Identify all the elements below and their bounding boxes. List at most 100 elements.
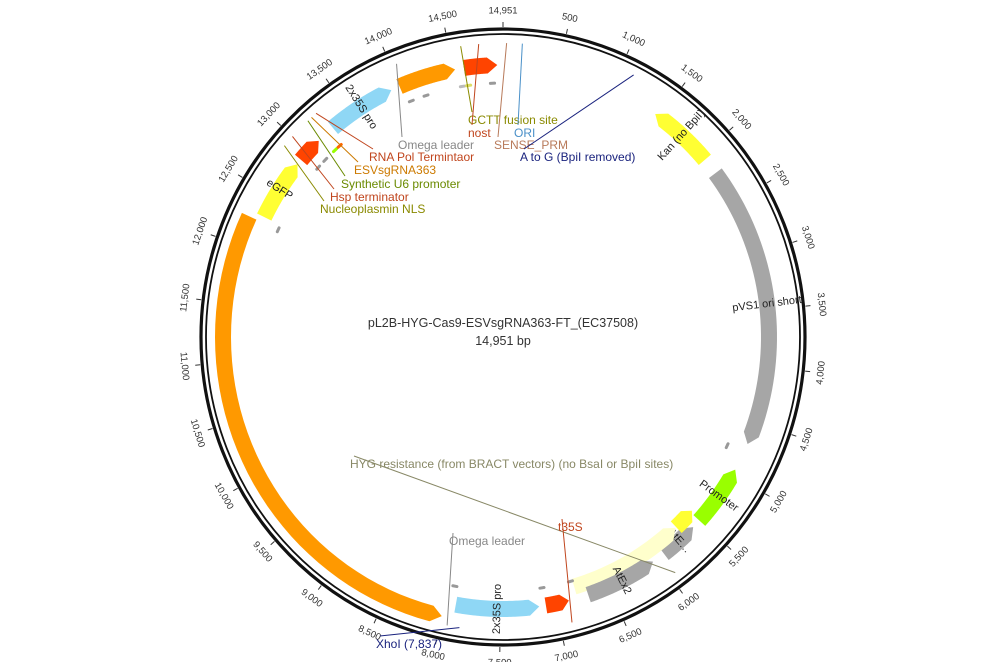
tick-mark: [434, 639, 438, 645]
tick-mark: [317, 585, 322, 590]
tick-label: 14,000: [363, 26, 394, 47]
tick-label: 4,500: [798, 427, 816, 453]
small-feature-mark[interactable]: [566, 579, 574, 584]
feature-cas9-top[interactable]: [396, 63, 456, 94]
tick-mark: [792, 240, 798, 243]
annotation-label: HYG resistance (from BRACT vectors) (no …: [350, 457, 673, 471]
feature-hyg-resistance[interactable]: [571, 527, 676, 595]
small-feature-mark[interactable]: [724, 442, 730, 450]
annotation-leader: [307, 120, 346, 177]
annotation-leader: [460, 46, 473, 113]
tick-label: 12,500: [216, 154, 240, 185]
tick-mark: [207, 428, 213, 431]
feature-kan-no-bpii-[interactable]: [655, 113, 711, 166]
small-feature-mark[interactable]: [322, 156, 329, 163]
annotation-label: A to G (BpiI removed): [520, 150, 635, 164]
feature-hsp-terminator[interactable]: [295, 140, 319, 166]
tick-label: 8,000: [420, 647, 446, 662]
annotation-label: Omega leader: [449, 534, 525, 548]
annotation-leader: [315, 112, 374, 150]
tick-mark: [325, 78, 330, 84]
tick-label: 3,000: [799, 225, 817, 251]
tick-mark: [237, 174, 243, 178]
feature-2x35s-pro-top[interactable]: [327, 87, 392, 135]
annotation-leader: [292, 136, 335, 190]
small-feature-mark[interactable]: [331, 147, 339, 154]
annotation-leader: [446, 532, 454, 626]
tick-label: 1,500: [679, 62, 705, 85]
tick-label: 4,000: [814, 360, 828, 385]
small-feature-mark[interactable]: [275, 226, 281, 234]
annotation-leader: [283, 145, 325, 202]
small-feature-mark[interactable]: [422, 93, 430, 98]
tick-label: 9,000: [299, 587, 325, 610]
annotation-label: RNA Pol Termintaor: [369, 150, 474, 164]
feature-nost[interactable]: [462, 57, 498, 76]
annotation-label: ORI: [514, 126, 535, 140]
tick-label: 13,500: [305, 57, 335, 83]
tick-label: 6,500: [617, 626, 643, 646]
tick-mark: [681, 82, 686, 87]
tick-mark: [679, 588, 683, 594]
feature-kan-small[interactable]: [670, 510, 693, 534]
feature-ate[interactable]: [659, 527, 694, 560]
annotation-leader: [471, 44, 480, 126]
feature-promoter[interactable]: [693, 469, 737, 526]
tick-mark: [562, 640, 565, 646]
annotation-label: nost: [468, 126, 491, 140]
tick-label: 500: [561, 11, 579, 25]
feature-egfp[interactable]: [257, 164, 298, 221]
annotation-leader: [353, 455, 676, 574]
annotation-label: GCTT fusion site: [468, 113, 558, 127]
tick-label: 12,000: [190, 216, 210, 247]
small-feature-mark[interactable]: [451, 584, 459, 589]
tick-label: 5,500: [727, 544, 751, 569]
tick-mark: [373, 618, 377, 624]
tick-label: 9,500: [250, 539, 274, 564]
annotation-label: Synthetic U6 promoter: [341, 177, 460, 191]
tick-mark: [444, 27, 447, 33]
annotation-label: Nucleoplasmin NLS: [320, 202, 425, 216]
feature-pvs1-ori-short[interactable]: [708, 168, 777, 445]
small-feature-mark[interactable]: [315, 164, 322, 171]
tick-label: 14,500: [427, 9, 458, 25]
tick-label: 10,500: [188, 418, 207, 449]
annotation-leader: [379, 627, 460, 637]
tick-label: 14,951: [488, 6, 517, 17]
feature-atex2[interactable]: [585, 560, 653, 603]
tick-mark: [729, 126, 734, 131]
tick-label: 11,500: [178, 283, 192, 312]
backbone-inner-ring: [205, 33, 801, 641]
tick-label: 2,500: [770, 162, 791, 188]
tick-mark: [791, 434, 797, 437]
annotation-leader: [523, 74, 634, 150]
feature-arrows: Kan (no BpiI)pVS1 ori shortPromoterAtE…A…: [215, 57, 802, 634]
tick-mark: [766, 180, 772, 184]
small-feature-mark[interactable]: [458, 84, 466, 89]
tick-label: 7,000: [554, 649, 579, 662]
tick-label: 3,500: [815, 292, 828, 317]
tick-label: 10,000: [212, 481, 236, 512]
annotation-label: SENSE_PRM: [494, 138, 568, 152]
small-feature-mark[interactable]: [407, 98, 415, 104]
tick-mark: [805, 370, 811, 373]
tick-label: 13,000: [255, 100, 283, 129]
tick-label: 2,000: [729, 107, 753, 132]
feature-label: 2x35S pro: [491, 584, 504, 634]
feature-cas9[interactable]: [215, 212, 442, 622]
plasmid-name: pL2B-HYG-Cas9-ESVsgRNA363-FT_(EC37508): [368, 316, 638, 330]
plasmid-backbone: [199, 27, 807, 647]
annotation-leader: [396, 63, 403, 138]
annotation-leader: [497, 42, 508, 138]
tick-label: 5,000: [768, 489, 790, 515]
feature-2x35s-pro[interactable]: [454, 596, 540, 617]
small-feature-mark[interactable]: [538, 585, 546, 590]
tick-mark: [565, 28, 568, 34]
tick-label: 7,500: [488, 657, 512, 662]
feature-t35s[interactable]: [544, 594, 569, 614]
tick-mark: [727, 545, 732, 550]
annotation-label: Hsp terminator: [330, 190, 409, 204]
annotation-leader: [561, 518, 573, 623]
